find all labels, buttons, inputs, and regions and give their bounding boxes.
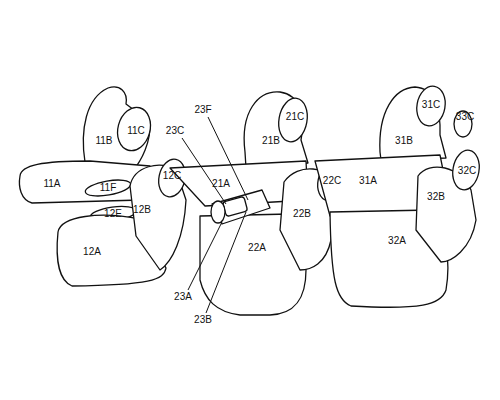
callout-number: 23A bbox=[173, 292, 193, 302]
callout-number: 23F bbox=[193, 105, 212, 115]
callout-number: 32C bbox=[457, 166, 477, 176]
callout-number: 21B bbox=[261, 136, 281, 146]
callout-number: 22B bbox=[292, 209, 312, 219]
callout-number: 12B bbox=[132, 205, 152, 215]
callout-number: 11C bbox=[126, 126, 146, 136]
callout-number: 11A bbox=[42, 179, 61, 189]
callout-number: 12C bbox=[162, 171, 182, 181]
callout-number: 31C bbox=[421, 100, 441, 110]
callout-number: 12E bbox=[103, 209, 123, 219]
callout-number: 32A bbox=[387, 236, 407, 246]
callout-number: 33C bbox=[455, 112, 475, 122]
callout-number: 11B bbox=[94, 136, 113, 146]
callout-number: 22C bbox=[322, 176, 342, 186]
callout-number: 23B bbox=[193, 315, 213, 325]
callout-number: 12A bbox=[82, 247, 102, 257]
callout-number: 21C bbox=[285, 112, 305, 122]
callout-number: 21A bbox=[211, 179, 231, 189]
callout-number: 23C bbox=[165, 126, 185, 136]
callout-number: 31A bbox=[358, 176, 378, 186]
callout-number: 22A bbox=[247, 243, 267, 253]
callout-number: 11F bbox=[99, 183, 118, 193]
callout-number: 31B bbox=[394, 136, 414, 146]
callout-number: 32B bbox=[426, 192, 446, 202]
